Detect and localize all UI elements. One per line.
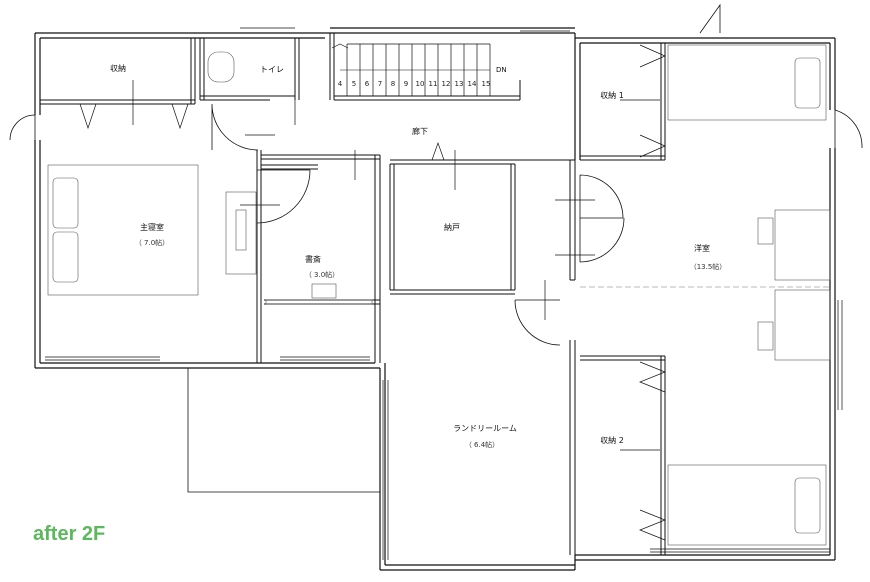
staircase bbox=[331, 43, 491, 96]
furniture bbox=[47, 44, 831, 546]
stair-step-number: 9 bbox=[403, 80, 409, 88]
stair-step-number: 11 bbox=[428, 80, 438, 88]
room-label-laundry: ランドリールーム bbox=[453, 424, 517, 433]
balcony-outline bbox=[187, 368, 380, 493]
room-label-hallway: 廊下 bbox=[412, 127, 428, 136]
stair-step-number: 12 bbox=[441, 80, 451, 88]
stair-step-number: 4 bbox=[337, 80, 343, 88]
stair-step-number: 14 bbox=[467, 80, 477, 88]
room-label-master-bedroom: 主寝室 bbox=[140, 223, 164, 232]
room-label-storage-1: 収納 1 bbox=[600, 91, 624, 100]
room-area-western-room: （13.5帖） bbox=[689, 263, 727, 271]
stair-step-number: 8 bbox=[390, 80, 396, 88]
room-label-storage: 収納 bbox=[110, 64, 126, 73]
outer-walls bbox=[34, 27, 836, 571]
stair-direction-label: DN bbox=[496, 66, 507, 74]
plan-caption: after 2F bbox=[33, 523, 106, 545]
stair-step-number: 5 bbox=[351, 80, 357, 88]
room-area-study: （ 3.0帖） bbox=[304, 271, 340, 279]
room-label-closet: 納戸 bbox=[444, 223, 460, 232]
room-label-study: 書斎 bbox=[305, 255, 321, 264]
windows bbox=[45, 27, 843, 560]
room-area-laundry: （ 6.4帖） bbox=[464, 441, 500, 449]
interior-walls bbox=[40, 33, 666, 555]
flow-arrows bbox=[132, 80, 660, 451]
stair-step-number: 10 bbox=[415, 80, 425, 88]
room-label-storage-2: 収納 2 bbox=[600, 436, 624, 445]
stair-step-number: 13 bbox=[454, 80, 464, 88]
room-label-western-room: 洋室 bbox=[694, 244, 710, 253]
closet-doors bbox=[79, 44, 666, 541]
room-label-toilet: トイレ bbox=[260, 65, 284, 74]
stair-step-number: 7 bbox=[377, 80, 383, 88]
stair-step-number: 15 bbox=[481, 80, 491, 88]
stair-step-number: 6 bbox=[364, 80, 370, 88]
room-area-master-bedroom: （ 7.0帖） bbox=[134, 239, 170, 247]
